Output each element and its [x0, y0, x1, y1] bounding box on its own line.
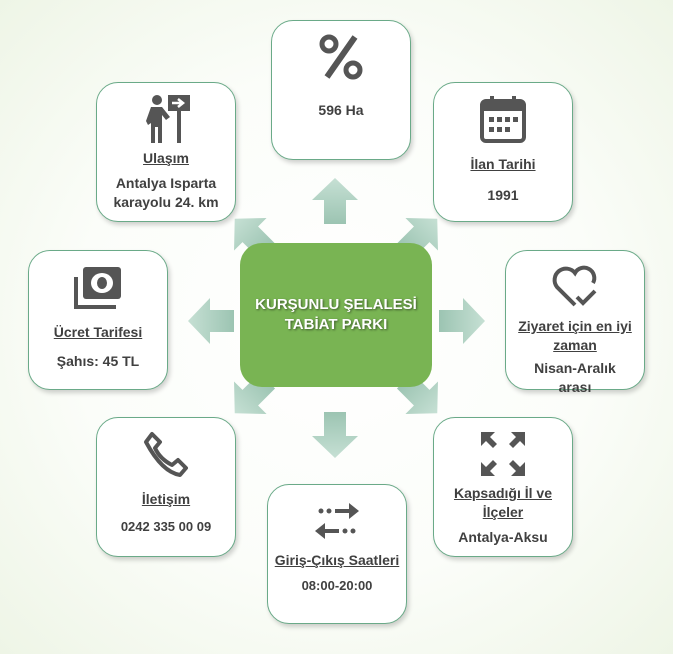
coverage-title: Kapsadığı İl ve İlçeler — [453, 485, 553, 520]
card-best-time: Ziyaret için en iyi zaman Nisan-Aralık a… — [505, 250, 645, 395]
card-declaration: İlan Tarihi 1991 — [433, 82, 573, 222]
fee-title: Ücret Tarifesi — [53, 324, 143, 340]
card-transport: Ulaşım Antalya Isparta karayolu 24. km — [96, 82, 236, 222]
expand-arrows-icon — [481, 432, 525, 476]
center-line-1: KURŞUNLU ŞELALESİ — [255, 296, 417, 313]
arrow-left — [186, 296, 236, 346]
hours-value: 08:00-20:00 — [301, 578, 373, 593]
declaration-title: İlan Tarihi — [470, 156, 536, 172]
exchange-arrows-icon — [315, 503, 359, 539]
center-line-2: TABİAT PARKI — [284, 316, 388, 333]
arrow-down — [310, 410, 360, 460]
calendar-icon — [480, 96, 526, 143]
card-contact: İletişim 0242 335 00 09 — [96, 417, 236, 557]
hiker-sign-icon — [146, 95, 190, 143]
phone-icon — [144, 432, 188, 477]
money-icon — [74, 267, 121, 309]
contact-title: İletişim — [141, 491, 191, 507]
card-area: 596 Ha — [271, 20, 411, 160]
center-title: KURŞUNLU ŞELALESİ TABİAT PARKI — [240, 243, 432, 387]
heart-check-icon — [552, 265, 597, 307]
arrow-right — [437, 296, 487, 346]
declaration-value: 1991 — [487, 187, 519, 203]
fee-value: Şahıs: 45 TL — [56, 353, 140, 369]
transport-value: Antalya Isparta karayolu 24. km — [113, 175, 219, 210]
area-value: 596 Ha — [318, 102, 364, 118]
transport-title: Ulaşım — [143, 150, 189, 166]
best-time-value: Nisan-Aralık arası — [534, 360, 616, 395]
coverage-value: Antalya-Aksu — [458, 529, 548, 545]
card-coverage: Kapsadığı İl ve İlçeler Antalya-Aksu — [433, 417, 573, 557]
contact-value: 0242 335 00 09 — [120, 519, 212, 534]
hours-title: Giriş-Çıkış Saatleri — [274, 552, 400, 568]
best-time-title: Ziyaret için en iyi zaman — [518, 318, 632, 353]
arrow-up — [310, 176, 360, 226]
percent-icon — [319, 34, 363, 80]
card-fee: Ücret Tarifesi Şahıs: 45 TL — [28, 250, 168, 390]
card-hours: Giriş-Çıkış Saatleri 08:00-20:00 — [267, 484, 407, 624]
